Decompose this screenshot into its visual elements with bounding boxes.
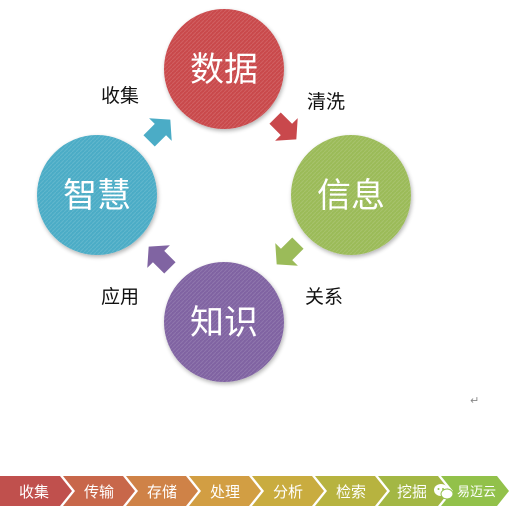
process-step-transmit: 传输 <box>63 476 135 506</box>
process-step-collect: 收集 <box>0 476 72 506</box>
node-wisdom: 智慧 <box>37 135 157 255</box>
edge-label-clean: 清洗 <box>307 91 345 113</box>
arrow-knowledge-to-wisdom <box>147 245 176 274</box>
process-step-label: 分析 <box>273 483 303 501</box>
arrow-information-to-knowledge <box>275 237 304 266</box>
edge-label-relation: 关系 <box>305 286 343 308</box>
process-step-analyze: 分析 <box>252 476 324 506</box>
process-step-label: 挖掘 <box>397 483 427 501</box>
edge-label-collect: 收集 <box>101 85 139 107</box>
watermark: 易迈云 <box>434 484 496 500</box>
process-step-label: 存储 <box>147 483 177 501</box>
process-step-label: 检索 <box>336 483 366 501</box>
wechat-icon <box>434 484 454 500</box>
process-step-mine: 挖掘 <box>378 476 450 506</box>
node-knowledge-label: 知识 <box>190 303 258 343</box>
process-step-label: 处理 <box>210 483 240 501</box>
process-step-end <box>441 476 509 506</box>
process-step-store: 存储 <box>126 476 198 506</box>
paragraph-return-mark: ↵ <box>470 394 479 407</box>
node-wisdom-label: 智慧 <box>63 176 131 216</box>
process-chevron-strip: 收集 传输 存储 处理 分析 检索 挖掘 <box>0 476 509 506</box>
edge-label-apply: 应用 <box>101 286 139 308</box>
arrow-wisdom-to-data <box>143 118 172 147</box>
node-information: 信息 <box>291 135 411 255</box>
node-information-label: 信息 <box>317 176 385 216</box>
watermark-text: 易迈云 <box>457 485 496 500</box>
process-step-label: 收集 <box>19 483 49 501</box>
node-data-label: 数据 <box>190 50 258 90</box>
process-step-label: 传输 <box>84 483 114 501</box>
arrow-data-to-information <box>269 112 298 141</box>
node-data: 数据 <box>164 9 284 129</box>
process-step-process: 处理 <box>189 476 261 506</box>
process-step-retrieve: 检索 <box>315 476 387 506</box>
node-knowledge: 知识 <box>164 262 284 382</box>
